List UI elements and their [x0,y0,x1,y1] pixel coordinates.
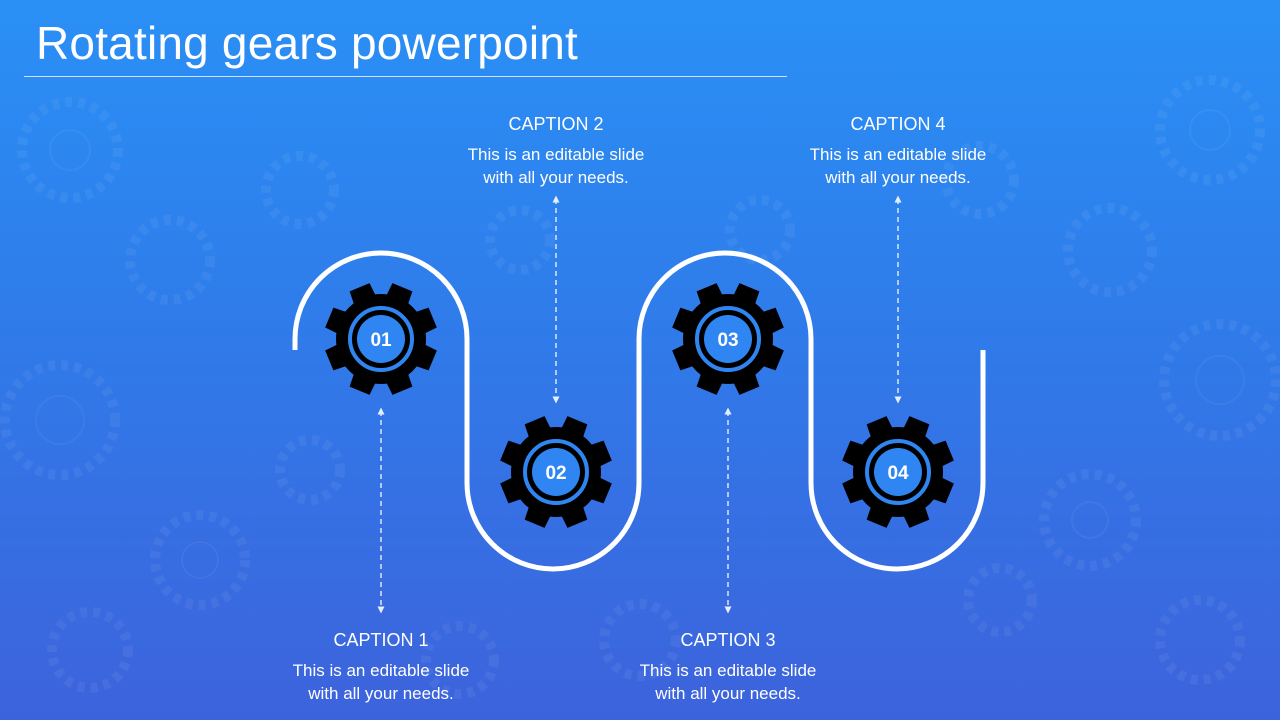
caption-line: This is an editable slide [467,145,645,164]
gear-hub [704,315,752,363]
gear-ring [348,306,414,372]
gear-ring [523,439,589,505]
caption-text: This is an editable slide with all your … [778,143,1018,189]
gear-hub [532,448,580,496]
gear-hub [874,448,922,496]
gear-icon-2: 02 [500,416,612,528]
gear-ring [865,439,931,505]
caption-line: This is an editable slide [292,661,470,680]
caption-title: CAPTION 1 [333,630,429,650]
caption-line: This is an editable slide [639,661,817,680]
caption-title: CAPTION 3 [680,630,776,650]
gear-number: 03 [717,330,738,351]
caption-block-2: CAPTION 2 This is an editable slide with… [436,113,676,189]
gear-number: 01 [370,330,392,351]
caption-block-3: CAPTION 3 This is an editable slide with… [608,629,848,705]
gear-number: 02 [545,463,566,484]
caption-title: CAPTION 4 [850,114,946,134]
caption-line: with all your needs. [825,168,971,187]
caption-title: CAPTION 2 [508,114,604,134]
gear-icon-1: 01 [325,283,437,395]
caption-line: with all your needs. [308,684,454,703]
gear-number: 04 [887,463,909,484]
caption-text: This is an editable slide with all your … [436,143,676,189]
gear-hub [357,315,405,363]
caption-line: with all your needs. [483,168,629,187]
caption-block-4: CAPTION 4 This is an editable slide with… [778,113,1018,189]
caption-text: This is an editable slide with all your … [261,659,501,705]
title-underline [24,76,787,77]
caption-line: This is an editable slide [809,145,987,164]
caption-block-1: CAPTION 1 This is an editable slide with… [261,629,501,705]
slide-title: Rotating gears powerpoint [36,17,578,69]
gear-ring [695,306,761,372]
caption-text: This is an editable slide with all your … [608,659,848,705]
serpentine-track [292,250,986,572]
gear-icon-3: 03 [672,283,784,395]
caption-line: with all your needs. [655,684,801,703]
gear-icon-4: 04 [842,416,954,528]
